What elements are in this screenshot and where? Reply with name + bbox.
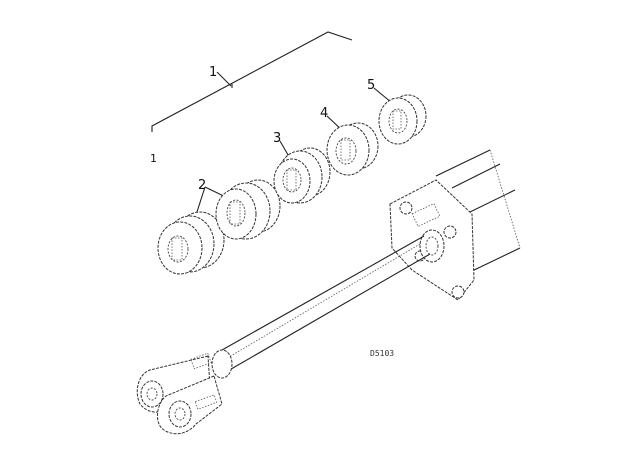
cylinder-head bbox=[389, 179, 475, 301]
seal-part-2a bbox=[157, 211, 225, 275]
figure-code: D5103 bbox=[370, 349, 394, 358]
seal-part-5 bbox=[378, 94, 427, 145]
piston-rod bbox=[221, 235, 431, 373]
rod-clevis bbox=[136, 349, 233, 435]
callout-1: 1 bbox=[209, 65, 217, 80]
callout-1-secondary: 1 bbox=[150, 152, 157, 165]
seal-part-3 bbox=[273, 147, 331, 204]
cylinder-barrel bbox=[435, 149, 521, 273]
seal-part-4 bbox=[326, 122, 379, 176]
leader-lines bbox=[195, 71, 393, 216]
callout-3: 3 bbox=[273, 131, 281, 146]
seal-part-2b bbox=[215, 179, 281, 240]
callout-4: 4 bbox=[320, 106, 328, 121]
callout-5: 5 bbox=[367, 78, 375, 93]
callout-2: 2 bbox=[198, 178, 206, 193]
group-bracket bbox=[151, 31, 353, 132]
